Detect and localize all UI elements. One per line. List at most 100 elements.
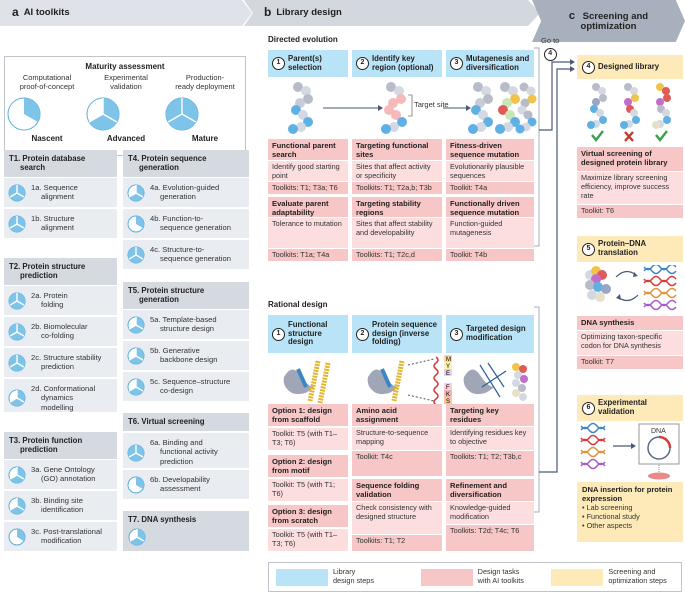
maturity-label: Mature [191, 134, 219, 144]
rd-task-desc: Knowledge-guided modification [446, 502, 534, 524]
dna-synthesis-desc: Optimizing taxon-specific codon for DNA … [577, 331, 683, 355]
step-label: Targeted design [466, 324, 526, 334]
de-task-desc: Identify good starting point [268, 161, 348, 181]
toolkit-title-2: generation [139, 163, 179, 173]
item-text: 6b. Developability [150, 475, 210, 484]
targeted-modification-icon [463, 362, 528, 401]
step-label: Mutagenesis and [466, 53, 530, 63]
toolkit-title: T6. Virtual screening [128, 417, 205, 426]
de-task-desc: Sites that affect stability and developa… [352, 218, 442, 248]
item-text-2: sequence generation [160, 223, 231, 233]
maturity-desc: proof-of-concept [19, 81, 75, 91]
maturity-label: Nascent [31, 134, 63, 144]
de-task-desc: Tolerance to mutation [268, 218, 348, 248]
step-number: 2 [356, 327, 369, 341]
panel-letter: b [264, 5, 272, 20]
bullet-text: Functional study [586, 512, 640, 522]
item-text-3: prediction [160, 456, 193, 466]
toolkit-title-2: prediction [20, 445, 58, 455]
toolkit-title: T1. Protein database [9, 154, 86, 163]
panel-letter: c [568, 9, 575, 22]
maturity-desc: ready deployment [175, 81, 235, 91]
dna-helix-icon [643, 265, 677, 311]
bullet-item: • Functional study [582, 512, 640, 522]
step-label-3: folding) [372, 337, 401, 347]
maturity-desc: validation [110, 81, 142, 91]
toolkit-item-4b: 4b. Function-to-sequence generation [123, 209, 249, 238]
maturity-desc: Production- [185, 73, 225, 82]
library-chain-icon [620, 83, 640, 129]
toolkit-title: T5. Protein structure [128, 286, 205, 295]
step-label-2: selection [288, 62, 322, 72]
rd-option-toolkit: Toolkit: T5 (with T1; T6) [268, 479, 348, 501]
pie-icon [127, 215, 145, 233]
arrow-head-icon [616, 294, 621, 300]
rd-option-title: Option 3: design from scratch [268, 505, 348, 527]
arrow-line [539, 68, 570, 473]
pie-icon [8, 184, 26, 202]
dna-insertion-title: DNA insertion for protein expression [582, 485, 673, 504]
de-task-title: Targeting functional sites [352, 139, 442, 160]
amino-acid-letter: M [446, 357, 451, 363]
rd-option-toolkit: Toolkit: T5 (with T1–T3; T6) [268, 529, 348, 551]
panel-title-2: optimization [580, 21, 637, 32]
de-task-title: Evaluate parent adaptability [268, 197, 348, 217]
protein-cluster-icon [585, 266, 611, 302]
step-label: Protein–DNA [598, 239, 647, 249]
de-task-desc: Sites that affect activity or specificit… [352, 161, 442, 181]
rd-task-toolkit: Toolkits: T2d; T4c; T6 [446, 525, 534, 551]
pie-icon [8, 389, 26, 407]
amino-acid-letter: Y [446, 364, 450, 370]
rd-option-title: Option 1: design from scaffold [268, 404, 348, 426]
step-label-3: design [288, 337, 314, 347]
item-text: 5c. Sequence–structure [150, 377, 231, 386]
directed-evolution-illustration: Target site [288, 82, 537, 134]
pie-icon [127, 378, 145, 396]
library-chain-icon [587, 83, 607, 129]
rd-task-title: Sequence folding validation [352, 479, 442, 501]
de-task-toolkit: Toolkit: T4a [446, 182, 534, 194]
arrow-line [617, 294, 639, 302]
pie-icon [127, 444, 145, 462]
step-number: 3 [450, 57, 463, 70]
panel-title: Screening and [582, 10, 649, 22]
rd-task-toolkit: Toolkit: T4c [352, 451, 442, 476]
item-text-2: backbone design [160, 355, 218, 365]
step-label: Designed library [598, 61, 660, 71]
step-label: Parent(s) [288, 53, 322, 63]
arrow-head-icon [570, 66, 575, 72]
item-text: 2d. Conformational [31, 384, 96, 393]
sequence-letters: M Y E F K S [444, 355, 452, 405]
item-text: 1b. Structure [31, 214, 75, 223]
item-text-2: alignment [41, 223, 74, 233]
pie-icon [8, 323, 26, 341]
step-number: 5 [582, 242, 595, 256]
step-number: 1 [272, 57, 285, 70]
bullet-item: • Other aspects [582, 521, 633, 531]
rd-task-toolkit: Toolkits: T1; T2 [352, 535, 442, 551]
inverse-folding-icon [367, 356, 439, 405]
check-icon [591, 130, 604, 142]
pie-icon-mature [165, 97, 245, 131]
step-label-2: structure [288, 328, 322, 338]
step-label-2: translation [598, 248, 638, 257]
de-task-title: Functional parent search [268, 139, 348, 160]
designed-library-illustration [587, 83, 671, 142]
cross-icon [624, 131, 634, 142]
step-label: Identify key [372, 53, 415, 63]
item-text: 1a. Sequence [31, 183, 78, 192]
step-label: Functional [288, 319, 328, 329]
